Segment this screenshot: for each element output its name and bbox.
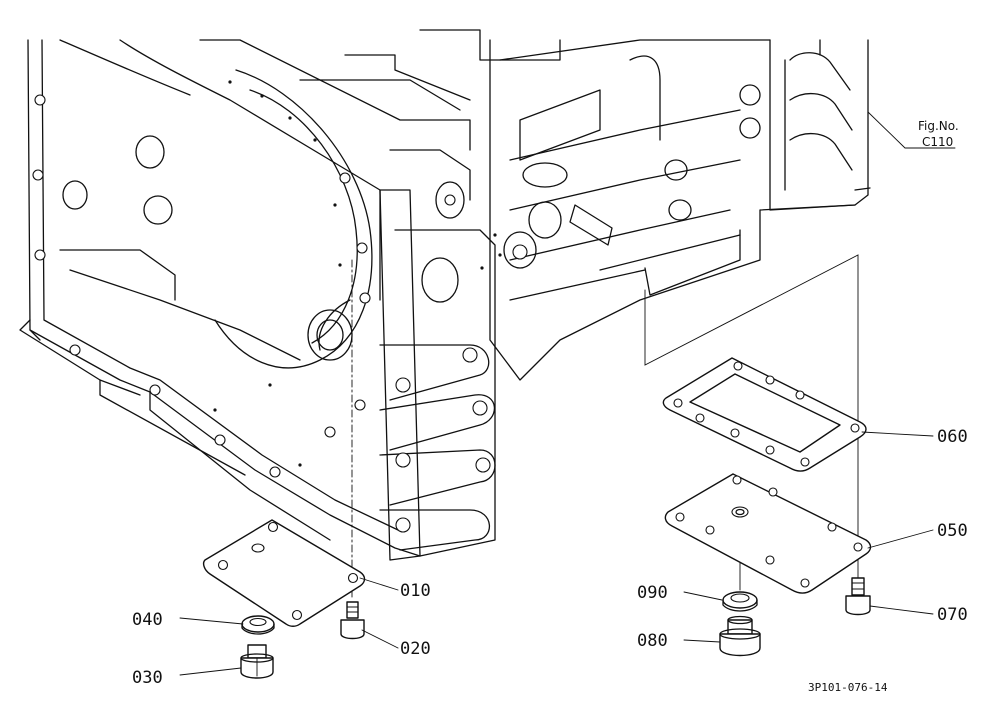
callout-040: 040 <box>132 610 163 630</box>
callout-010: 010 <box>400 581 431 601</box>
part-060-gasket[interactable] <box>662 357 867 472</box>
part-020-bolt[interactable] <box>340 601 365 640</box>
callout-080: 080 <box>637 631 668 651</box>
fig-ref-line1: Fig.No. <box>918 119 959 133</box>
callout-060: 060 <box>937 427 968 447</box>
part-010-cover[interactable] <box>202 519 366 627</box>
part-070-bolt[interactable] <box>845 577 871 616</box>
fig-ref-line2: C110 <box>922 135 953 149</box>
callout-labels: 010 020 030 040 050 060 070 080 090 <box>132 427 968 688</box>
drawing-code: 3P101-076-14 <box>808 681 888 694</box>
part-080-plug[interactable] <box>719 615 761 657</box>
part-090-washer[interactable] <box>722 591 758 612</box>
callout-090: 090 <box>637 583 668 603</box>
leader-lines <box>179 111 956 676</box>
callout-020: 020 <box>400 639 431 659</box>
callout-050: 050 <box>937 521 968 541</box>
callout-030: 030 <box>132 668 163 688</box>
figure-reference: Fig.No. C110 <box>918 119 959 149</box>
part-030-plug[interactable] <box>240 644 274 679</box>
part-050-cover[interactable] <box>664 473 872 594</box>
callout-070: 070 <box>937 605 968 625</box>
part-040-washer[interactable] <box>241 615 275 635</box>
transmission-case <box>19 29 871 561</box>
